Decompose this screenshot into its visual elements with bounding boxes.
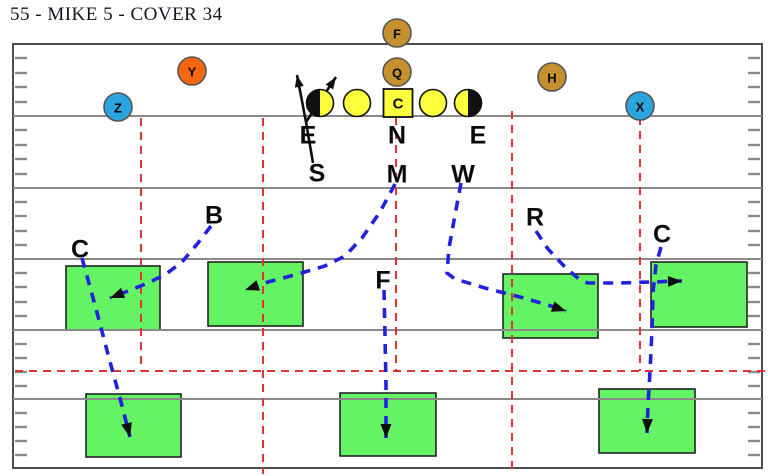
blitz-arrow-S bbox=[294, 75, 304, 88]
defender-B: B bbox=[205, 202, 223, 230]
blitz-path-S bbox=[295, 74, 315, 164]
offense-lineman-halffill bbox=[306, 89, 320, 117]
coverage-zone bbox=[207, 261, 304, 327]
route-arrow-W bbox=[550, 301, 566, 312]
blitz-arrow-S bbox=[325, 77, 336, 90]
route-arrow-C-left bbox=[121, 422, 132, 437]
defender-R: R bbox=[526, 204, 544, 232]
defender-C: C bbox=[653, 221, 671, 249]
defender-F: F bbox=[375, 267, 390, 295]
offense-player-Z bbox=[103, 92, 133, 122]
route-arrow-M bbox=[245, 280, 261, 291]
offense-lineman-halffill bbox=[468, 89, 482, 117]
route-M bbox=[244, 183, 397, 292]
route-F bbox=[382, 289, 388, 438]
route-B bbox=[109, 224, 213, 300]
coverage-zone bbox=[650, 261, 748, 328]
defender-S: S bbox=[309, 160, 326, 188]
offense-player-Q bbox=[382, 57, 412, 87]
route-R bbox=[534, 230, 683, 285]
offense-player-Y bbox=[177, 56, 207, 86]
route-arrow-F bbox=[380, 424, 392, 438]
offense-center-square bbox=[382, 88, 414, 118]
offense-label-H: H bbox=[547, 70, 556, 85]
route-arrow-C-right bbox=[642, 418, 653, 433]
offense-player-H bbox=[537, 62, 567, 92]
route-W bbox=[445, 182, 567, 313]
defender-M: M bbox=[387, 161, 408, 189]
coverage-zone bbox=[85, 393, 182, 458]
offense-label-X: X bbox=[636, 99, 645, 114]
defender-C: C bbox=[71, 236, 89, 264]
play-title: 55 - MIKE 5 - COVER 34 bbox=[10, 4, 223, 25]
defender-W: W bbox=[451, 161, 475, 189]
route-C-right bbox=[645, 246, 663, 434]
offense-label-C: C bbox=[393, 95, 404, 112]
route-arrow-B bbox=[110, 287, 126, 299]
offense-player-X bbox=[625, 91, 655, 121]
defender-E: E bbox=[300, 122, 317, 150]
offense-label-F: F bbox=[393, 26, 401, 41]
defender-E: E bbox=[470, 122, 487, 150]
offense-lineman bbox=[342, 88, 372, 118]
offense-player-F bbox=[382, 18, 412, 48]
offense-label-Q: Q bbox=[392, 65, 402, 80]
coverage-zone bbox=[502, 273, 599, 339]
offense-label-Z: Z bbox=[114, 100, 122, 115]
offense-label-Y: Y bbox=[188, 64, 197, 79]
route-arrow-R bbox=[667, 275, 682, 287]
defender-N: N bbox=[388, 122, 406, 150]
offense-lineman bbox=[418, 88, 448, 118]
